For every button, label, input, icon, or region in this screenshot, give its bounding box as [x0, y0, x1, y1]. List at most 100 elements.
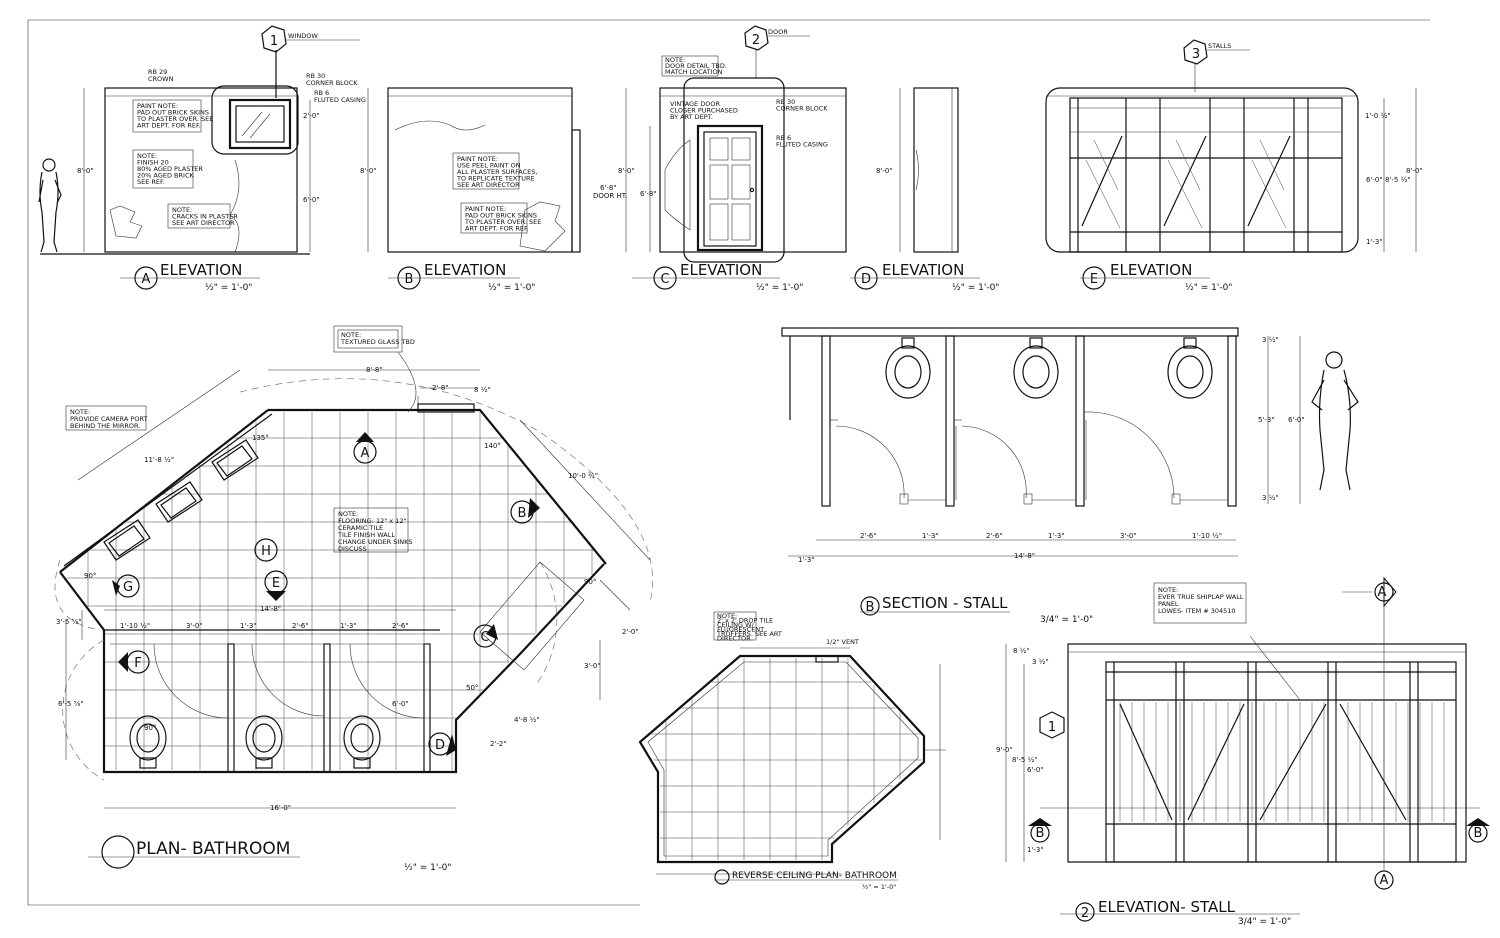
- section-dim-left: 1'-3": [798, 556, 815, 564]
- plan-dim-bottom: 16'-0": [270, 804, 291, 812]
- stall-dim-mid2: 6'-0": [1027, 766, 1044, 774]
- plan-dim-r4: 2'-2": [490, 740, 507, 748]
- svg-text:B: B: [1036, 826, 1045, 841]
- stall-elev-ref: 1: [1048, 720, 1056, 735]
- svg-text:C: C: [480, 630, 489, 645]
- svg-text:C: C: [660, 272, 669, 287]
- sink-row: [103, 439, 259, 561]
- section-dim-top: 3 ½": [1262, 336, 1279, 344]
- stall-dim-top: 8 ½": [1013, 647, 1030, 655]
- dim-a-height: 8'-0": [77, 167, 94, 175]
- stall-elev-title: ELEVATION- STALL: [1098, 898, 1236, 916]
- window-callout-label: WINDOW: [288, 32, 318, 40]
- plan-bathroom: 8'-8" 2'-8" 8 ½" 11'-8 ½" 10'-0 ¾" 135° …: [54, 325, 654, 873]
- section-dim-3: 2'-6": [986, 532, 1003, 540]
- note-textured-glass: NOTE:TEXTURED GLASS TBD: [340, 331, 415, 346]
- plan-dim-width: 14'-8": [260, 605, 281, 613]
- plan-dim-r1: 2'-0": [622, 628, 639, 636]
- note-door-detail: NOTE:DOOR DETAIL TBD.MATCH LOCATION: [665, 56, 727, 76]
- elevation-d: 8'-0": [876, 87, 959, 253]
- section-dim-total: 14'-8": [1014, 552, 1035, 560]
- svg-text:A: A: [1378, 585, 1387, 600]
- dim-a-window: 2'-0": [303, 112, 320, 120]
- plan-title: PLAN- BATHROOM: [136, 839, 290, 859]
- stall-elev-tag: 2: [1081, 906, 1089, 921]
- plan-ang-90-right: 90°: [584, 578, 596, 586]
- section-marker-b-right: B: [1466, 818, 1490, 843]
- svg-text:ELEVATION: ELEVATION: [1110, 261, 1192, 279]
- plan-dim-s5: 1'-3": [340, 622, 357, 630]
- scale-figure: [38, 158, 62, 253]
- plan-ang-90-toilet: 90°: [144, 724, 156, 732]
- section-dim-bot: 3 ½": [1262, 494, 1279, 502]
- plan-dim-r2: 3'-0": [584, 662, 601, 670]
- svg-text:½" = 1'-0": ½" = 1'-0": [952, 283, 999, 293]
- plan-view-tag-a: A: [353, 432, 377, 464]
- plan-ang-135: 135°: [252, 434, 269, 442]
- elevation-title-e: E ELEVATION ½" = 1'-0": [1080, 261, 1232, 293]
- section-dim-4: 1'-3": [1048, 532, 1065, 540]
- plan-dim-s2: 3'-0": [186, 622, 203, 630]
- svg-text:½" = 1'-0": ½" = 1'-0": [756, 283, 803, 293]
- elevation-titles: A ELEVATION ½" = 1'-0" B ELEVATION ½" = …: [120, 261, 1232, 293]
- plan-view-tag-c: C: [473, 624, 498, 648]
- section-title: SECTION - STALL: [882, 594, 1008, 612]
- dim-c-door: 6'-8": [640, 190, 657, 198]
- svg-text:½" = 1'-0": ½" = 1'-0": [1185, 283, 1232, 293]
- svg-text:A: A: [1380, 873, 1389, 888]
- dim-d-height: 8'-0": [876, 167, 893, 175]
- plan-dim-top: 8'-8": [366, 366, 383, 374]
- plan-scale: ½" = 1'-0": [404, 863, 451, 873]
- plan-dim-diag-right: 10'-0 ¾": [568, 472, 598, 480]
- svg-text:B: B: [405, 272, 414, 287]
- stalls-callout-label: STALLS: [1208, 42, 1231, 50]
- dim-a-low: 6'-0": [303, 196, 320, 204]
- rcp-scale: ½" = 1'-0": [862, 883, 896, 891]
- elevation-title-a: A ELEVATION ½" = 1'-0": [120, 261, 260, 293]
- section-marker-b-left: B: [1028, 818, 1052, 843]
- plan-dim-s4: 2'-6": [292, 622, 309, 630]
- stall-dim-mid: 8'-5 ½": [1012, 756, 1038, 764]
- plan-view-tag-b: B: [510, 498, 540, 524]
- svg-text:E: E: [1090, 272, 1098, 287]
- svg-text:A: A: [361, 446, 370, 461]
- svg-text:D: D: [435, 738, 445, 753]
- elevation-c: 2 DOOR NOTE:DOOR DETAIL TBD.MATCH LOCATI…: [593, 25, 847, 263]
- svg-text:½" = 1'-0": ½" = 1'-0": [488, 283, 535, 293]
- svg-text:A: A: [142, 272, 151, 287]
- svg-text:ELEVATION: ELEVATION: [160, 261, 242, 279]
- section-marker-a-bottom: A: [1374, 870, 1394, 890]
- stall-elev-scale: 3/4" = 1'-0": [1238, 917, 1291, 927]
- svg-text:B: B: [518, 506, 527, 521]
- section-dim-2: 1'-3": [922, 532, 939, 540]
- svg-text:D: D: [861, 272, 871, 287]
- plan-ang-50: 50°: [466, 684, 478, 692]
- plan-dim-left-b: 6'-5 ⅝": [58, 700, 84, 708]
- plan-view-tag-e: E: [264, 570, 288, 601]
- svg-text:½" = 1'-0": ½" = 1'-0": [205, 283, 252, 293]
- plan-dim-r3: 4'-8 ½": [514, 716, 540, 724]
- plan-dim-left-a: 3'-5 ⅝": [56, 618, 82, 626]
- plan-view-tag-g: G: [112, 574, 140, 598]
- section-dim-5: 3'-0": [1120, 532, 1137, 540]
- svg-text:ELEVATION: ELEVATION: [424, 261, 506, 279]
- door-callout-number: 2: [752, 33, 760, 48]
- stall-dim-full: 9'-0": [996, 746, 1013, 754]
- plan-dim-s6: 2'-6": [392, 622, 409, 630]
- svg-text:ELEVATION: ELEVATION: [680, 261, 762, 279]
- section-dim-h2: 6'-0": [1288, 416, 1305, 424]
- stall-dim-bot: 1'-3": [1027, 846, 1044, 854]
- plan-dim-diag-left: 11'-8 ½": [144, 456, 174, 464]
